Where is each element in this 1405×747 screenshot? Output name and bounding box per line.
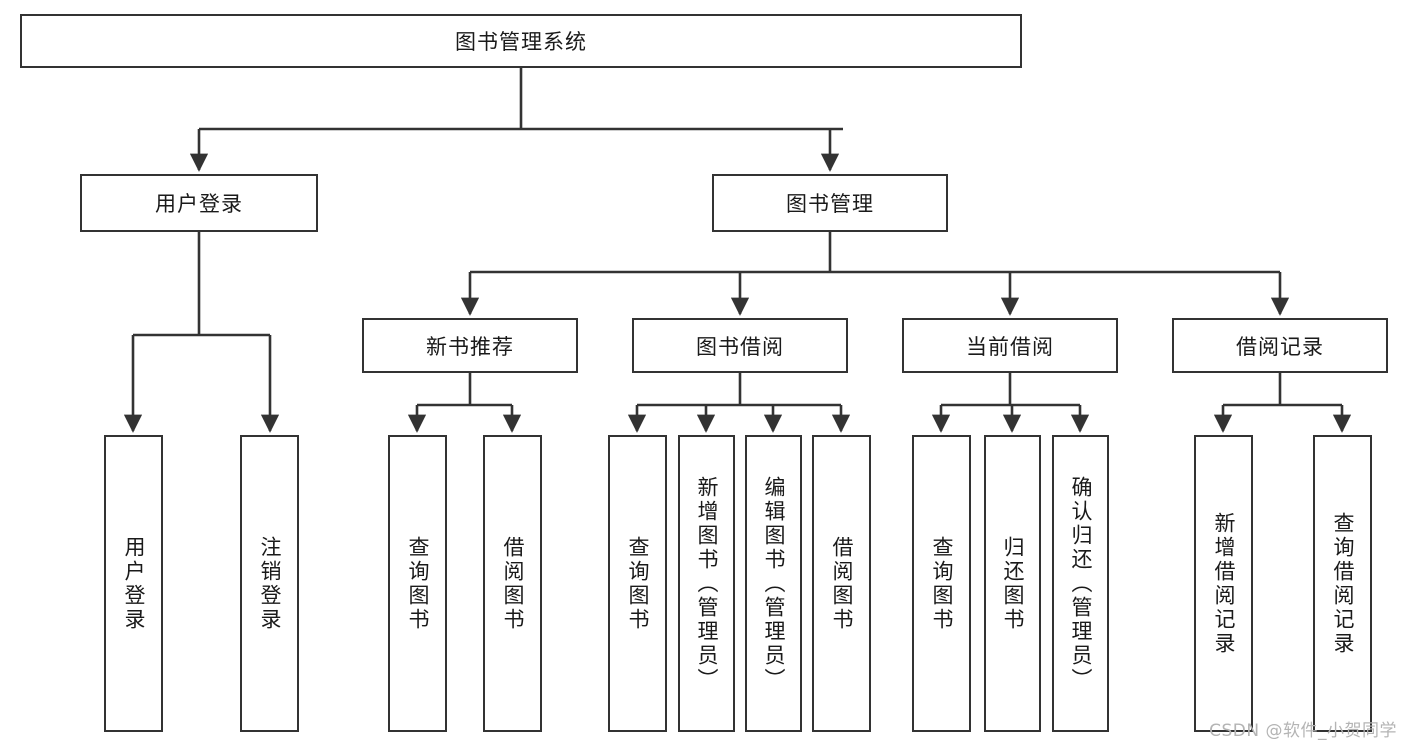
leaf-label: 查询图书	[406, 535, 430, 632]
leaf-label: 查询图书	[930, 535, 954, 632]
leaf-label: 归还图书	[1001, 535, 1025, 632]
leaf-new-book-borrow[interactable]: 借阅图书	[483, 435, 542, 732]
leaf-borrow-query-book[interactable]: 查询图书	[608, 435, 667, 732]
leaf-label: 查询借阅记录	[1331, 511, 1355, 656]
leaf-label: 编辑图书（管理员）	[762, 475, 786, 692]
node-root-label: 图书管理系统	[455, 30, 587, 54]
leaf-label: 确认归还（管理员）	[1069, 475, 1093, 692]
watermark: CSDN @软件_小贺同学	[1209, 721, 1397, 741]
leaf-record-query[interactable]: 查询借阅记录	[1313, 435, 1372, 732]
node-user-login[interactable]: 用户登录	[80, 174, 318, 232]
leaf-borrow-edit-book-admin[interactable]: 编辑图书（管理员）	[745, 435, 802, 732]
node-current-borrow-label: 当前借阅	[966, 334, 1054, 359]
leaf-label: 注销登录	[258, 535, 282, 632]
leaf-borrow-borrow-book[interactable]: 借阅图书	[812, 435, 871, 732]
node-new-book-recommend-label: 新书推荐	[426, 334, 514, 359]
node-book-management[interactable]: 图书管理	[712, 174, 948, 232]
leaf-user-login-signin[interactable]: 用户登录	[104, 435, 163, 732]
leaf-borrow-add-book-admin[interactable]: 新增图书（管理员）	[678, 435, 735, 732]
leaf-label: 查询图书	[626, 535, 650, 632]
node-book-borrow-label: 图书借阅	[696, 334, 784, 359]
node-new-book-recommend[interactable]: 新书推荐	[362, 318, 578, 373]
node-root[interactable]: 图书管理系统	[20, 14, 1022, 68]
node-borrow-record-label: 借阅记录	[1236, 334, 1324, 359]
leaf-label: 借阅图书	[501, 535, 525, 632]
node-current-borrow[interactable]: 当前借阅	[902, 318, 1118, 373]
leaf-current-confirm-return-admin[interactable]: 确认归还（管理员）	[1052, 435, 1109, 732]
leaf-current-return-book[interactable]: 归还图书	[984, 435, 1041, 732]
leaf-new-book-query[interactable]: 查询图书	[388, 435, 447, 732]
node-user-login-label: 用户登录	[155, 192, 243, 216]
leaf-user-login-signout[interactable]: 注销登录	[240, 435, 299, 732]
leaf-current-query-book[interactable]: 查询图书	[912, 435, 971, 732]
leaf-label: 用户登录	[122, 535, 146, 632]
node-book-management-label: 图书管理	[786, 192, 874, 216]
node-borrow-record[interactable]: 借阅记录	[1172, 318, 1388, 373]
leaf-record-add[interactable]: 新增借阅记录	[1194, 435, 1253, 732]
node-book-borrow[interactable]: 图书借阅	[632, 318, 848, 373]
leaf-label: 新增借阅记录	[1212, 511, 1236, 656]
leaf-label: 借阅图书	[830, 535, 854, 632]
leaf-label: 新增图书（管理员）	[695, 475, 719, 692]
